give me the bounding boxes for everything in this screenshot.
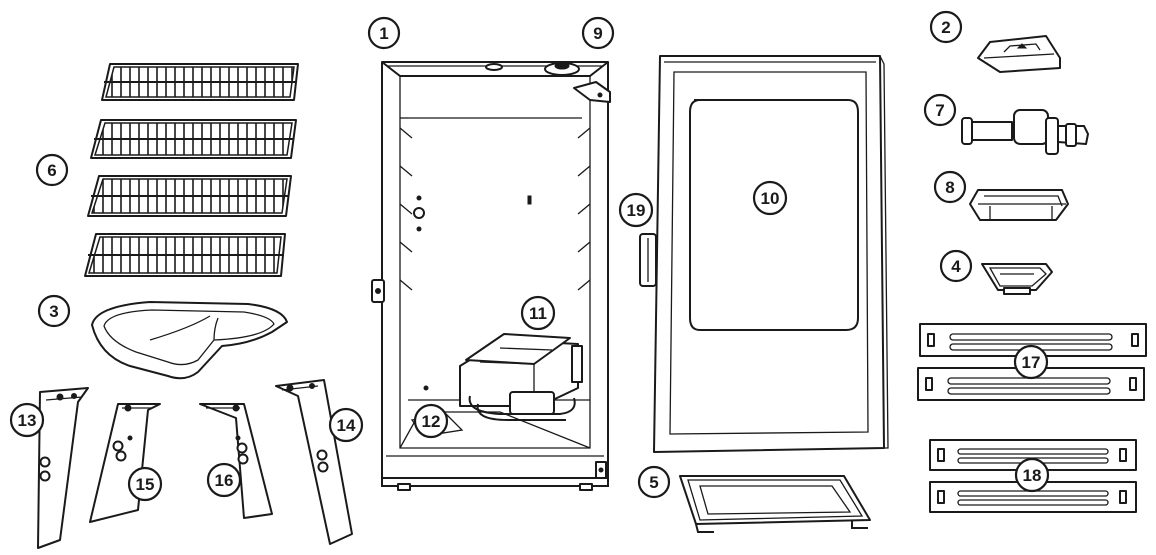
callout-label: 5 — [649, 473, 658, 492]
water-bowl — [91, 301, 288, 380]
wood-chip-tray — [969, 189, 1069, 221]
brace-17 — [917, 367, 1145, 401]
callout-label: 7 — [935, 101, 944, 120]
callout-label: 17 — [1022, 353, 1041, 372]
door-latch — [961, 109, 1089, 155]
callout-14: 14 — [328, 407, 364, 443]
callout-7: 7 — [923, 93, 957, 127]
cooking-rack — [101, 63, 299, 101]
callout-label: 8 — [945, 178, 954, 197]
callout-10: 10 — [752, 180, 788, 216]
callout-label: 1 — [379, 24, 388, 43]
callout-label: 18 — [1023, 466, 1042, 485]
callout-16: 16 — [206, 462, 242, 498]
smoker-cabinet — [371, 61, 609, 491]
callout-9: 9 — [581, 16, 615, 50]
callout-6: 6 — [35, 153, 69, 187]
callout-4: 4 — [939, 249, 973, 283]
callout-12: 12 — [413, 403, 449, 439]
callout-label: 15 — [136, 475, 155, 494]
callout-label: 13 — [18, 411, 37, 430]
top-hinge-bracket — [573, 81, 611, 103]
callout-1: 1 — [367, 16, 401, 50]
smoker-door — [653, 55, 889, 453]
callout-18: 18 — [1014, 457, 1050, 493]
callout-label: 4 — [951, 257, 961, 276]
leg-13 — [37, 387, 89, 549]
callout-label: 19 — [627, 201, 646, 220]
brace-17 — [919, 323, 1147, 357]
heating-element-assembly — [459, 333, 583, 421]
damper-cover — [977, 35, 1061, 73]
cooking-rack — [84, 233, 286, 277]
cooking-rack — [87, 175, 292, 217]
callout-label: 3 — [49, 302, 58, 321]
door-handle — [639, 233, 657, 287]
callout-label: 11 — [529, 304, 547, 323]
callout-label: 12 — [422, 412, 441, 431]
callout-11: 11 — [520, 295, 556, 331]
callout-label: 6 — [47, 161, 56, 180]
callout-8: 8 — [933, 170, 967, 204]
cooking-racks — [84, 63, 299, 277]
callout-label: 10 — [761, 189, 780, 208]
leg-16 — [199, 403, 273, 519]
callout-label: 2 — [941, 18, 950, 37]
callout-13: 13 — [9, 402, 45, 438]
callout-label: 14 — [337, 416, 356, 435]
callout-label: 16 — [215, 471, 234, 490]
callout-5: 5 — [637, 465, 671, 499]
callout-19: 19 — [618, 192, 654, 228]
drip-tray — [679, 475, 871, 533]
grease-cup — [981, 263, 1053, 295]
callout-3: 3 — [37, 294, 71, 328]
air-damper — [544, 62, 580, 76]
leg-15 — [89, 403, 161, 523]
cooking-rack — [90, 119, 297, 159]
callout-15: 15 — [127, 466, 163, 502]
leg-14 — [275, 379, 353, 545]
callout-2: 2 — [929, 10, 963, 44]
callout-17: 17 — [1013, 344, 1049, 380]
callout-label: 9 — [593, 24, 602, 43]
